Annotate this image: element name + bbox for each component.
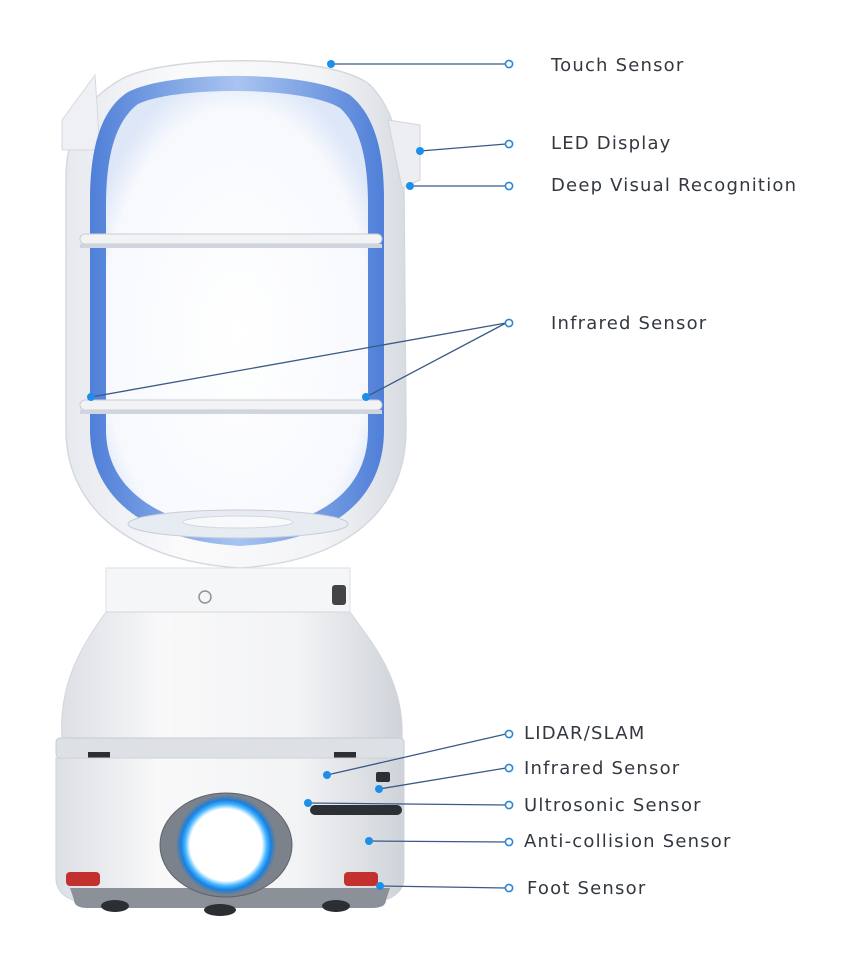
label-infrared-sensor-base: Infrared Sensor [524, 758, 681, 779]
side-port [332, 585, 346, 605]
dot-touch-sensor [327, 60, 335, 68]
neck-ring [105, 567, 351, 613]
center-wheel [204, 904, 236, 916]
ring-ultrasonic [504, 800, 514, 810]
ring-led-display [504, 139, 514, 149]
neck-indicator [198, 590, 212, 604]
sensor-dots [87, 60, 424, 890]
dot-anti-collision [365, 837, 373, 845]
ring-deep-visual [504, 181, 514, 191]
ring-infrared-base [504, 763, 514, 773]
ring-lidar [504, 729, 514, 739]
right-wheel [322, 900, 350, 912]
right-ear-led [387, 119, 421, 189]
label-ultrasonic-sensor: Ultrosonic Sensor [524, 795, 702, 816]
label-deep-visual-recognition: Deep Visual Recognition [551, 175, 798, 196]
leader-lines [90, 63, 507, 889]
dot-infrared-base [375, 785, 383, 793]
lower-shelf [79, 399, 383, 414]
ring-anti-collision [504, 837, 514, 847]
ring-touch-sensor [504, 59, 514, 69]
right-red-light [344, 872, 378, 886]
dot-infrared-left [87, 393, 95, 401]
dot-ultrasonic [304, 799, 312, 807]
dot-foot [376, 882, 384, 890]
bumper [70, 888, 390, 908]
torso [61, 611, 403, 739]
dot-infrared-right [362, 393, 370, 401]
label-anti-collision-sensor: Anti-collision Sensor [524, 831, 732, 852]
label-lidar-slam: LIDAR/SLAM [524, 723, 646, 744]
left-ear [61, 73, 101, 151]
robot-illustration [55, 60, 421, 916]
label-touch-sensor: Touch Sensor [551, 55, 685, 76]
left-red-light [66, 872, 100, 886]
label-led-display: LED Display [551, 133, 672, 154]
label-infrared-sensor-top: Infrared Sensor [551, 313, 708, 334]
inner-opening [106, 90, 368, 530]
front-slot [310, 805, 402, 815]
left-wheel [101, 900, 129, 912]
label-rings [504, 59, 514, 893]
leader-infrared-base [378, 767, 507, 790]
leader-foot [379, 885, 507, 889]
leader-ultrasonic [307, 802, 507, 806]
leader-anti-collision [368, 840, 507, 843]
dot-led-display [416, 147, 424, 155]
leader-led-display [419, 143, 507, 152]
dot-lidar [323, 771, 331, 779]
ring-infrared-top [504, 318, 514, 328]
ring-foot [504, 883, 514, 893]
label-foot-sensor: Foot Sensor [527, 878, 647, 899]
leader-lidar [326, 733, 507, 776]
dot-deep-visual [406, 182, 414, 190]
upper-shelf [79, 233, 383, 248]
leader-infrared-right [365, 322, 507, 398]
leader-infrared-left [90, 322, 507, 398]
